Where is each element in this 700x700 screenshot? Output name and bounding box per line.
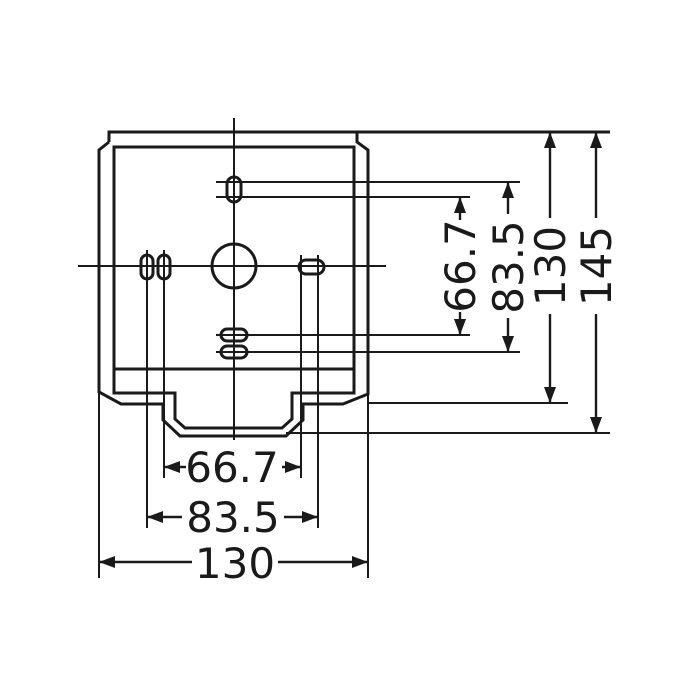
box-outer-outline: [97, 132, 370, 438]
holes: [139, 175, 326, 360]
bottom-dimension-outer: 130: [99, 539, 368, 588]
arrowhead: [147, 511, 163, 523]
arrowhead: [99, 556, 115, 568]
right-dimension-outer-b: 145: [572, 132, 621, 433]
arrowhead: [502, 336, 514, 352]
right-dimension-middle: 83.5: [484, 182, 533, 352]
arrowhead: [454, 197, 466, 213]
dim-label-right-outer-a: 130: [526, 226, 575, 306]
dim-label-right-middle: 83.5: [484, 220, 533, 314]
dim-label-right-inner: 66.7: [436, 219, 485, 313]
extension-lines: [98, 181, 610, 578]
arrowhead: [590, 132, 602, 148]
dim-label-bottom-outer: 130: [195, 539, 275, 588]
arrowhead: [285, 461, 301, 473]
dim-label-bottom-middle: 83.5: [186, 493, 280, 542]
right-slot: [297, 258, 326, 276]
top-slot: [225, 175, 243, 204]
arrowhead: [302, 511, 318, 523]
arrowhead: [590, 417, 602, 433]
right-dimension-outer-a: 130: [526, 132, 575, 403]
right-dimension-inner: 66.7: [436, 197, 485, 335]
bottom-dimension-middle: 83.5: [147, 493, 318, 542]
arrowhead: [352, 556, 368, 568]
arrowhead: [544, 387, 556, 403]
dim-label-right-outer-b: 145: [572, 226, 621, 306]
box-top-ear-left: [107, 130, 610, 142]
center-knockout: [210, 242, 258, 290]
arrowhead: [502, 182, 514, 198]
dim-label-bottom-inner: 66.7: [185, 443, 279, 492]
arrowhead: [544, 132, 556, 148]
arrowhead: [454, 319, 466, 335]
arrowhead: [164, 461, 180, 473]
center-lines: [78, 118, 386, 440]
bottom-dimension-inner: 66.7: [164, 443, 301, 492]
